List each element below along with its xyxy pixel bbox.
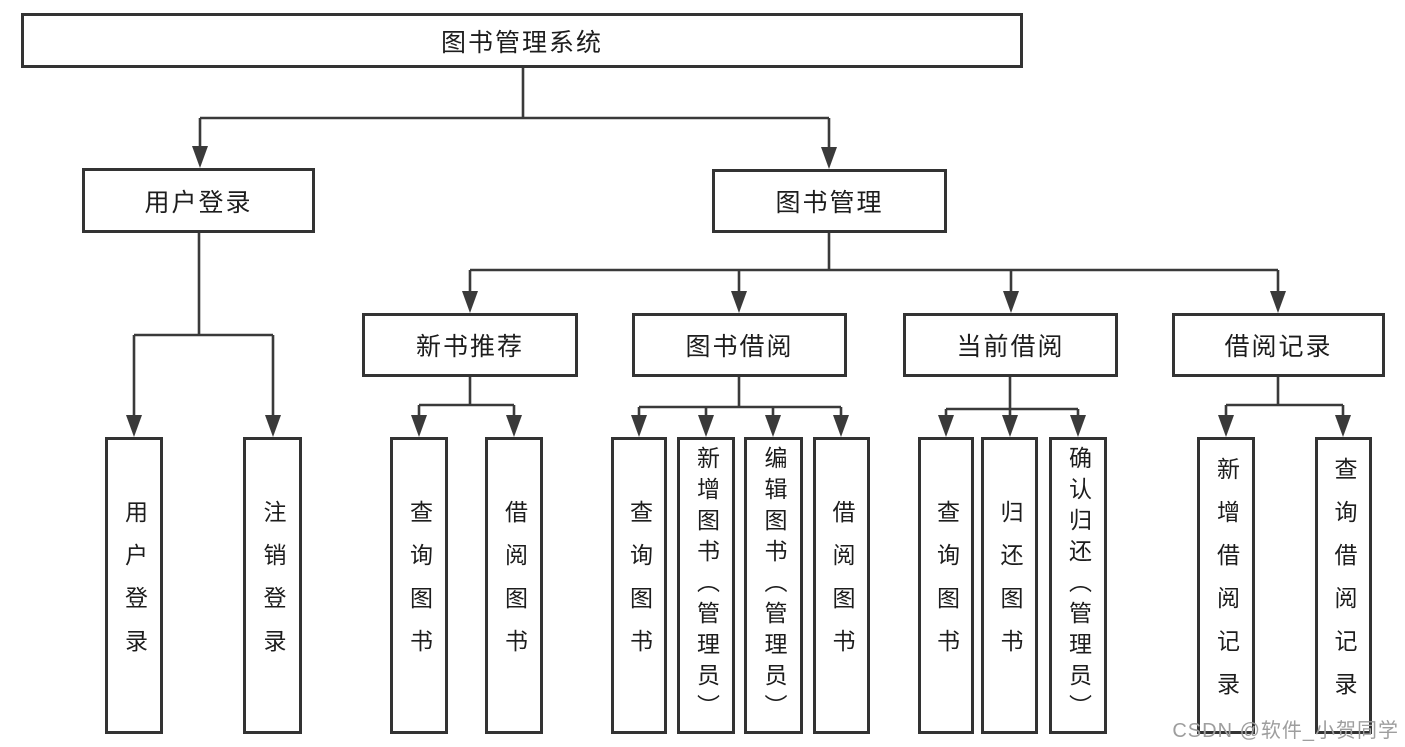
arrowhead: [462, 291, 478, 313]
connector-new-book-branch: [417, 377, 516, 421]
leaf-add-books-admin: 新增图书（管理员）: [677, 437, 735, 734]
leaf-borrow-books-recommend: 借阅图书: [485, 437, 543, 734]
leaf-label: 用户登录: [121, 499, 148, 672]
leaf-edit-books-admin: 编辑图书（管理员）: [744, 437, 803, 734]
arrowhead: [1003, 291, 1019, 313]
node-borrowing-records: 借阅记录: [1172, 313, 1385, 377]
arrowhead: [192, 146, 208, 168]
leaf-label: 编辑图书（管理员）: [761, 446, 787, 725]
leaf-label: 确认归还（管理员）: [1065, 446, 1092, 725]
node-current-borrowing: 当前借阅: [903, 313, 1118, 377]
leaf-logout: 注销登录: [243, 437, 302, 734]
leaf-query-books-borrowing: 查询图书: [611, 437, 667, 734]
node-label: 图书借阅: [685, 333, 794, 361]
leaf-label: 查询借阅记录: [1331, 456, 1357, 715]
leaf-label: 查询图书: [626, 499, 653, 672]
leaf-label: 查询图书: [933, 499, 960, 672]
node-label: 图书管理系统: [440, 28, 603, 57]
leaf-borrow-books: 借阅图书: [813, 437, 870, 734]
arrowhead: [631, 415, 647, 437]
leaf-query-borrow-record: 查询借阅记录: [1315, 437, 1372, 734]
leaf-label: 借阅图书: [501, 499, 528, 672]
node-book-borrowing: 图书借阅: [632, 313, 847, 377]
node-label: 新书推荐: [415, 333, 524, 361]
arrowhead: [506, 415, 522, 437]
arrowhead: [126, 415, 142, 437]
node-label: 图书管理: [775, 189, 884, 217]
leaf-label: 借阅图书: [829, 499, 855, 672]
node-user-login: 用户登录: [82, 168, 315, 233]
watermark: CSDN @软件_小贺同学: [1172, 720, 1399, 742]
connector-current-borrow-branch: [944, 377, 1080, 421]
node-library-management-system: 图书管理系统: [21, 13, 1023, 68]
arrowhead: [833, 415, 849, 437]
arrowhead: [1002, 415, 1018, 437]
leaf-label: 新增图书（管理员）: [693, 446, 720, 725]
leaf-query-books-current: 查询图书: [918, 437, 974, 734]
arrowhead: [1270, 291, 1286, 313]
arrowhead: [1335, 415, 1351, 437]
arrowhead: [821, 147, 837, 169]
leaf-query-books-recommend: 查询图书: [390, 437, 448, 734]
arrowhead: [765, 415, 781, 437]
connector-root-to-level2: [198, 68, 831, 151]
node-label: 当前借阅: [956, 333, 1065, 361]
leaf-label: 查询图书: [406, 499, 433, 672]
leaf-confirm-return-admin: 确认归还（管理员）: [1049, 437, 1107, 734]
arrowhead: [1070, 415, 1086, 437]
arrowhead: [731, 291, 747, 313]
arrowhead: [265, 415, 281, 437]
arrowhead: [698, 415, 714, 437]
arrowhead: [411, 415, 427, 437]
leaf-label: 归还图书: [997, 499, 1023, 672]
connector-book-borrow-branch: [637, 377, 843, 421]
leaf-label: 新增借阅记录: [1213, 456, 1240, 715]
leaf-return-books: 归还图书: [981, 437, 1038, 734]
arrowhead: [1218, 415, 1234, 437]
node-label: 借阅记录: [1224, 333, 1333, 361]
node-book-management: 图书管理: [712, 169, 947, 233]
connector-book-management-branch: [468, 233, 1280, 296]
arrowhead: [938, 415, 954, 437]
leaf-add-borrow-record: 新增借阅记录: [1197, 437, 1255, 734]
connector-borrow-records-branch: [1224, 377, 1345, 421]
node-label: 用户登录: [144, 188, 253, 217]
leaf-user-login: 用户登录: [105, 437, 163, 734]
arrowheads: [126, 146, 1351, 437]
leaf-label: 注销登录: [260, 499, 286, 672]
connector-user-login-branch: [132, 233, 275, 419]
node-new-book-recommend: 新书推荐: [362, 313, 578, 377]
